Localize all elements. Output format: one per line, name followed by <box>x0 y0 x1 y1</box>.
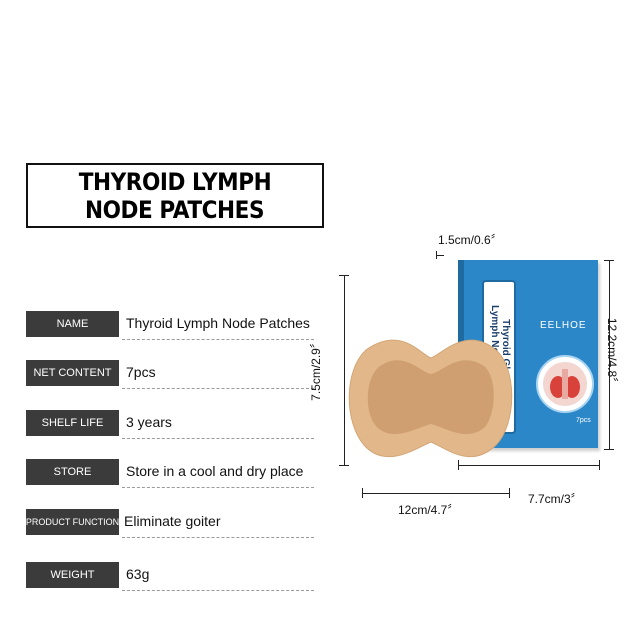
thickness-line <box>436 255 444 256</box>
spec-label: NET CONTENT <box>26 360 119 386</box>
dashed-divider <box>122 590 314 591</box>
spec-value: Store in a cool and dry place <box>126 463 304 479</box>
patch-width-cap-left <box>362 488 363 498</box>
dashed-divider <box>122 537 314 538</box>
dashed-divider <box>122 487 314 488</box>
box-height-label: 12.2cm/4.8〞 <box>605 317 620 390</box>
box-width-line <box>458 465 600 466</box>
box-width-label: 7.7cm/3〞 <box>528 492 583 506</box>
box-count: 7pcs <box>576 417 591 424</box>
box-height-cap-top <box>604 260 614 261</box>
title-box: THYROID LYMPH NODE PATCHES <box>26 163 324 228</box>
box-brand: EELHOE <box>540 320 587 331</box>
patch-width-label: 12cm/4.7〞 <box>398 503 460 517</box>
spec-value: Eliminate goiter <box>124 513 221 529</box>
dashed-divider <box>122 339 314 340</box>
dashed-divider <box>122 388 314 389</box>
box-height-line <box>609 260 610 450</box>
patch-width-line <box>362 493 510 494</box>
spec-row-shelf-life: SHELF LIFE 3 years <box>26 410 314 439</box>
patch-height-label: 7.5cm/2.9〞 <box>308 336 323 401</box>
patch-height-cap-top <box>339 275 349 276</box>
spec-row-product-function: PRODUCT FUNCTION Eliminate goiter <box>26 509 314 538</box>
spec-row-name: NAME Thyroid Lymph Node Patches <box>26 311 314 340</box>
spec-label: SHELF LIFE <box>26 410 119 436</box>
dashed-divider <box>122 438 314 439</box>
box-width-cap-left <box>458 460 459 470</box>
title-line-2: NODE PATCHES <box>85 195 265 224</box>
thyroid-illustration-icon <box>536 355 594 413</box>
spec-value: 7pcs <box>126 364 156 380</box>
thickness-dimension-label: 1.5cm/0.6〞 <box>438 233 503 247</box>
spec-row-weight: WEIGHT 63g <box>26 562 314 591</box>
spec-label: STORE <box>26 459 119 485</box>
spec-label: PRODUCT FUNCTION <box>26 509 119 535</box>
spec-value: 63g <box>126 566 150 582</box>
patch-width-cap-right <box>509 488 510 498</box>
box-height-cap-bottom <box>604 449 614 450</box>
patch-height-cap-bottom <box>339 465 349 466</box>
spec-row-store: STORE Store in a cool and dry place <box>26 459 314 488</box>
patch-image <box>346 330 516 475</box>
spec-label: WEIGHT <box>26 562 119 588</box>
box-width-cap-right <box>599 460 600 470</box>
spec-value: 3 years <box>126 414 172 430</box>
spec-row-net-content: NET CONTENT 7pcs <box>26 360 314 389</box>
spec-label: NAME <box>26 311 119 337</box>
title-line-1: THYROID LYMPH <box>78 167 272 196</box>
patch-height-line <box>344 275 345 466</box>
spec-value: Thyroid Lymph Node Patches <box>126 315 310 331</box>
